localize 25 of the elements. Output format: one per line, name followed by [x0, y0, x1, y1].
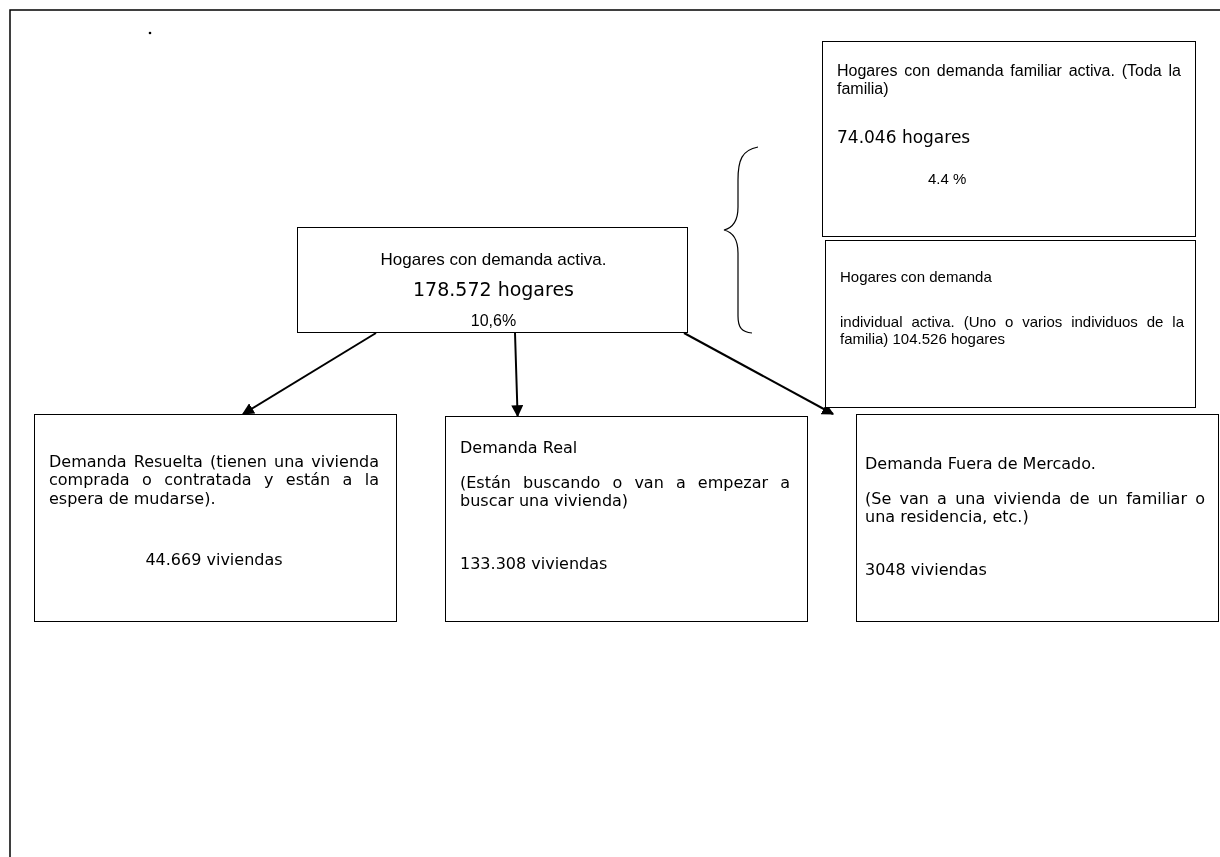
box-text: individual activa. (Uno o varios individuos de la familia) 104.526 hogares [840, 313, 1184, 348]
box-text: 133.308 viviendas [460, 555, 609, 574]
box-heading: Demanda Resuelta (tienen una vivienda comprada o contratada y están a la espera de mudarse). [49, 453, 379, 509]
box-heading: Hogares con demanda activa. [379, 250, 608, 270]
text-box [825, 240, 1196, 408]
arrow [511, 332, 524, 418]
box-heading: Hogares con demanda familiar activa. (Toda la familia) [837, 62, 1181, 99]
box-text: 74.046 hogares [837, 128, 972, 148]
box-text: 10,6% [469, 312, 518, 331]
box-text: 4.4 % [928, 170, 968, 188]
text-box [445, 416, 808, 622]
text-box [297, 227, 688, 333]
box-text: 44.669 viviendas [144, 551, 284, 570]
box-text: (Están buscando o van a empezar a buscar una vivienda) [460, 474, 790, 511]
arrow [683, 332, 835, 415]
text-box [34, 414, 397, 622]
arrow [242, 332, 377, 415]
box-text: 178.572 hogares [412, 279, 575, 301]
text-box [822, 41, 1196, 237]
box-text: 3048 viviendas [865, 561, 988, 580]
text-box [856, 414, 1219, 622]
box-text: (Se van a una vivienda de un familiar o una residencia, etc.) [865, 490, 1205, 527]
box-heading: Demanda Real [460, 439, 579, 458]
box-heading: Hogares con demanda [840, 268, 993, 286]
box-heading: Demanda Fuera de Mercado. [865, 455, 1097, 474]
